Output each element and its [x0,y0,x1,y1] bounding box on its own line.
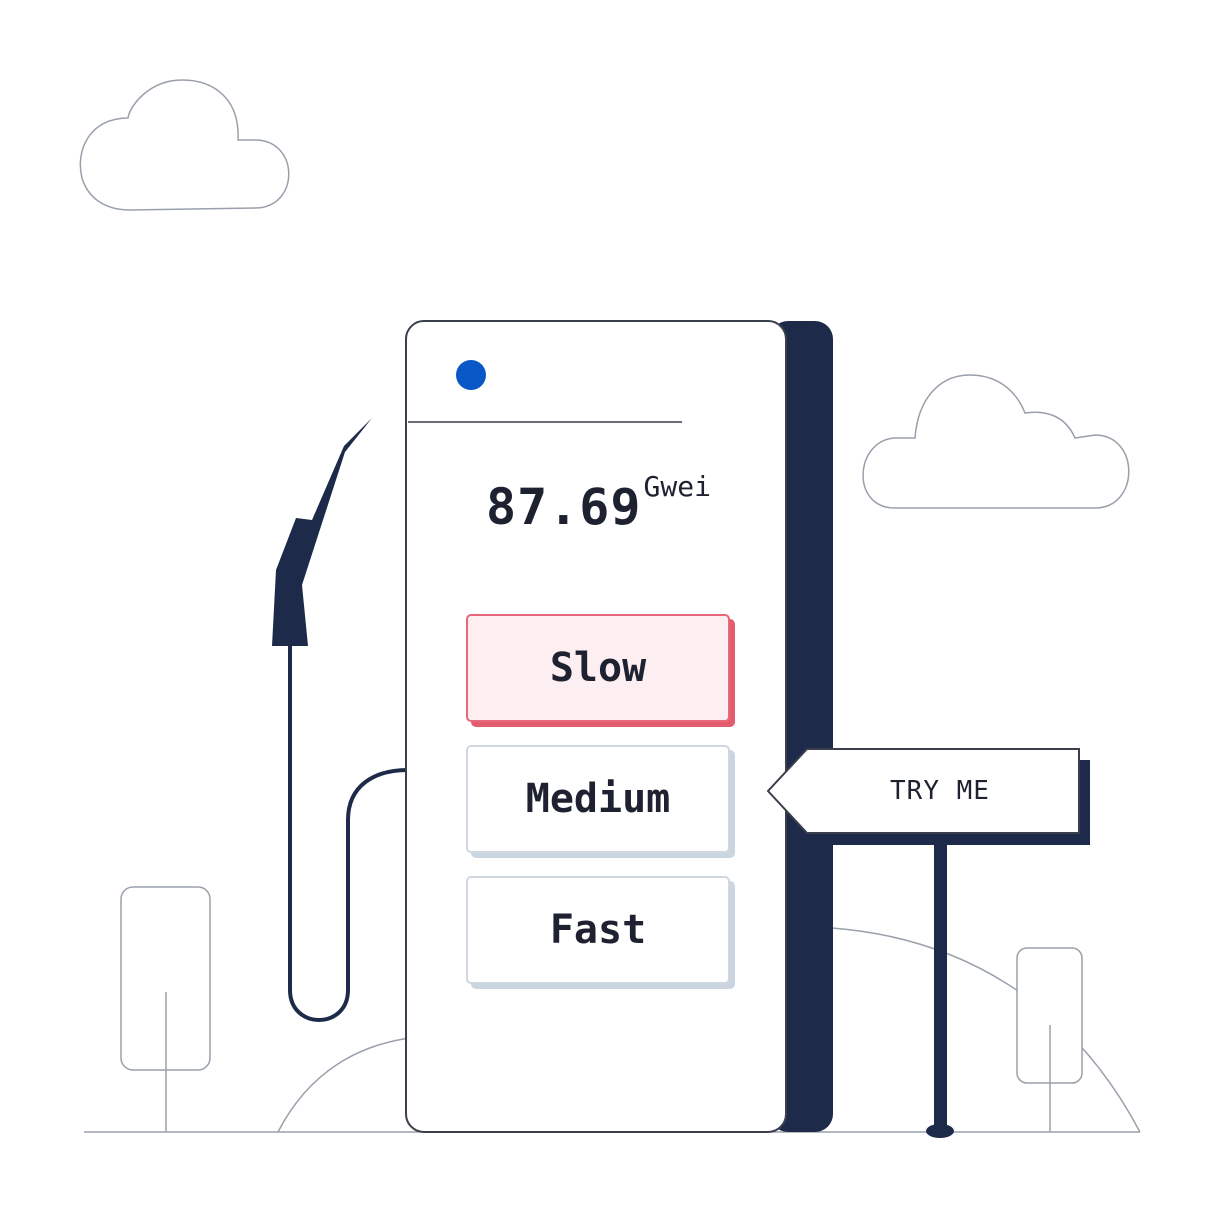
sign-board[interactable] [766,748,1080,834]
try-me-sign-label[interactable]: TRY ME [890,776,990,806]
hill-left [277,1037,411,1133]
medium-speed-button[interactable]: Medium [466,745,730,853]
gas-price-value: 87.69 [486,478,642,536]
pump-body [405,320,787,1133]
fuel-nozzle-icon [272,418,372,646]
cloud-right-icon [862,374,1130,509]
status-dot-icon [456,360,486,390]
gas-price-readout: 87.69Gwei [486,470,711,536]
gas-price-unit: Gwei [643,470,711,503]
fast-speed-button[interactable]: Fast [466,876,730,984]
slow-speed-button[interactable]: Slow [466,614,730,722]
hill-right [831,927,1141,1133]
cloud-left-icon [79,79,290,211]
pump-hose [288,645,409,1022]
signpost-pole [934,840,947,1130]
